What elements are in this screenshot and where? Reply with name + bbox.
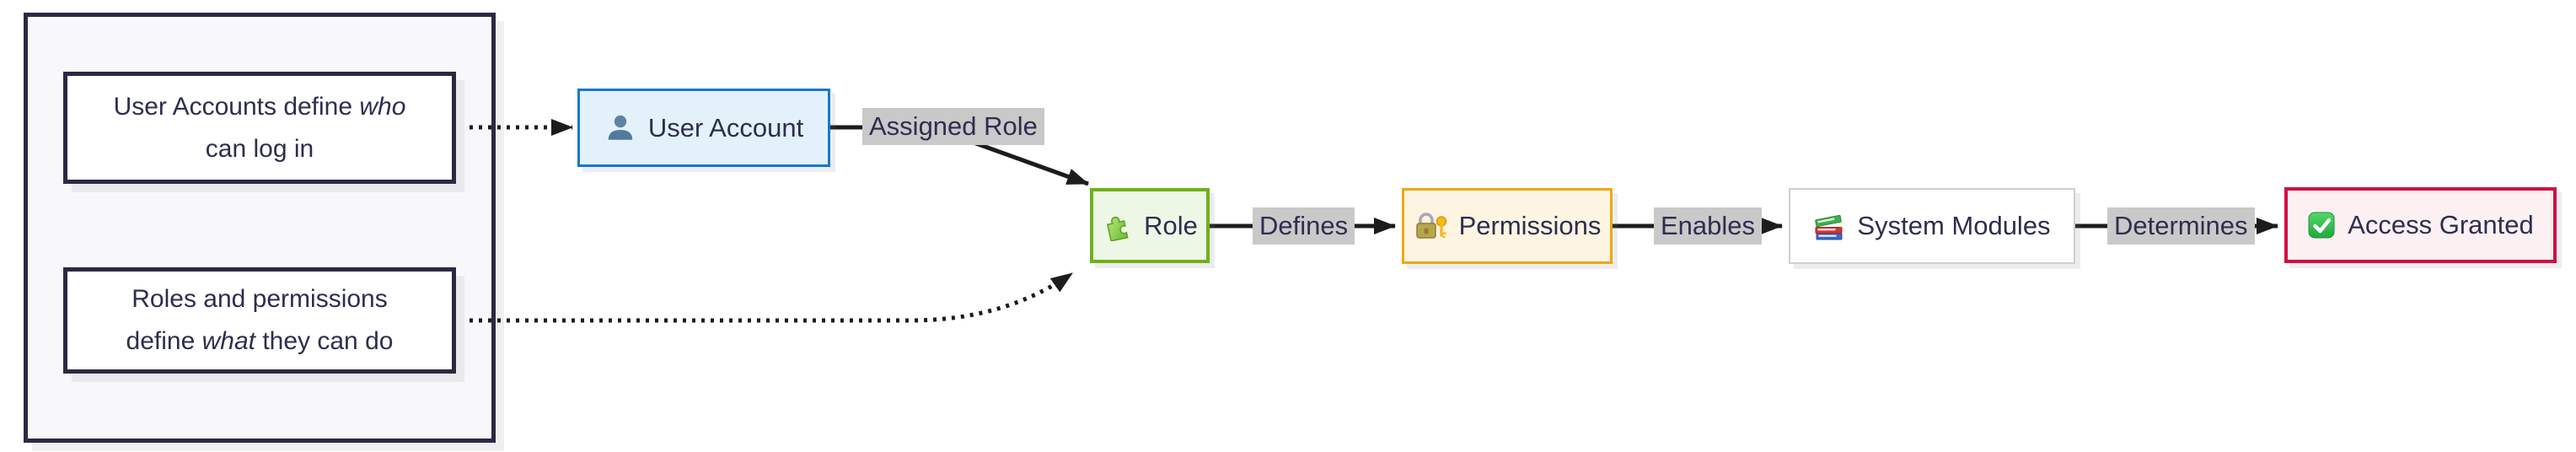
node-label: Access Granted — [2348, 210, 2534, 239]
node-permissions: Permissions — [1402, 188, 1613, 264]
lock-key-icon — [1414, 210, 1447, 242]
edge-label-defines: Defines — [1253, 207, 1355, 245]
node-system-modules: System Modules — [1789, 188, 2075, 264]
node-label: Permissions — [1458, 211, 1602, 240]
note-text: User Accounts define who can log in — [113, 92, 406, 163]
node-access-granted: Access Granted — [2284, 187, 2557, 263]
node-role: Role — [1090, 188, 1210, 263]
edge-label-assigned-role: Assigned Role — [862, 108, 1044, 145]
check-icon — [2307, 211, 2336, 239]
edge-label-determines: Determines — [2107, 207, 2255, 245]
edge-label-enables: Enables — [1654, 207, 1763, 245]
node-label: User Account — [647, 112, 804, 143]
user-icon — [604, 112, 636, 144]
note-roles-permissions: Roles and permissions define what they c… — [63, 267, 456, 374]
note-user-accounts: User Accounts define who can log in — [63, 72, 456, 184]
books-icon — [1813, 210, 1845, 242]
node-user-account: User Account — [577, 89, 830, 167]
note-text: Roles and permissions define what they c… — [126, 285, 394, 355]
node-label: System Modules — [1857, 211, 2051, 240]
node-label: Role — [1144, 210, 1198, 240]
edge-note2-to-role — [460, 271, 1074, 323]
puzzle-icon — [1102, 211, 1132, 241]
